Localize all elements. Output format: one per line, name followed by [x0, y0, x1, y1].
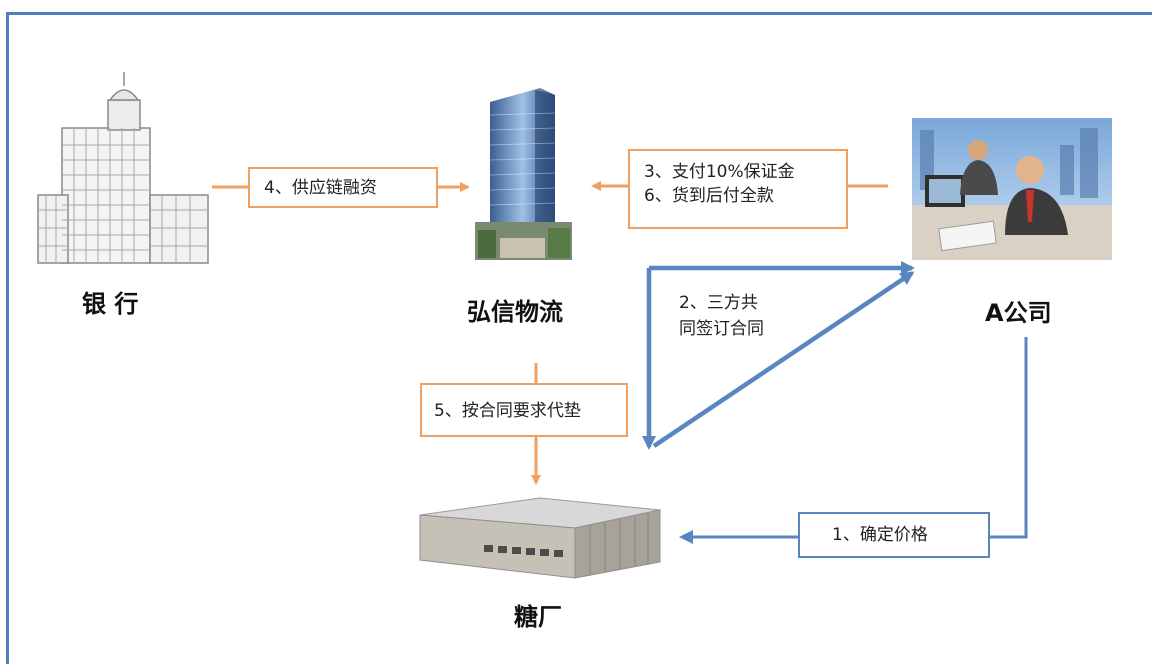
step-2-line2: 同签订合同	[679, 319, 764, 339]
node-company-label: A公司	[985, 299, 1052, 327]
diagram-frame	[6, 12, 1152, 664]
step-1-text: 1、确定价格	[832, 525, 928, 545]
node-bank-label: 银 行	[82, 290, 139, 318]
step-5-text: 5、按合同要求代垫	[434, 401, 581, 421]
bank-building-icon	[37, 72, 209, 264]
step-2-text: 2、三方共 同签订合同	[679, 290, 764, 342]
office-tower-icon	[475, 88, 572, 260]
node-factory-label: 糖厂	[514, 603, 562, 631]
step-2-line1: 2、三方共	[679, 293, 758, 313]
step-box-3-6: 3、支付10%保证金 6、货到后付全款	[628, 149, 848, 229]
step-box-1: 1、确定价格	[798, 512, 990, 558]
node-logistics-label: 弘信物流	[467, 298, 563, 326]
businessman-office-icon	[912, 118, 1112, 260]
arrow-company-to-factory	[679, 337, 1028, 544]
step-4-text: 4、供应链融资	[264, 178, 377, 198]
step-6-text: 6、货到后付全款	[644, 186, 774, 206]
arrow-contract-triangle	[642, 261, 915, 450]
step-box-4: 4、供应链融资	[248, 167, 438, 208]
step-3-text: 3、支付10%保证金	[644, 162, 795, 182]
step-box-5: 5、按合同要求代垫	[420, 383, 628, 437]
warehouse-icon	[419, 497, 661, 579]
